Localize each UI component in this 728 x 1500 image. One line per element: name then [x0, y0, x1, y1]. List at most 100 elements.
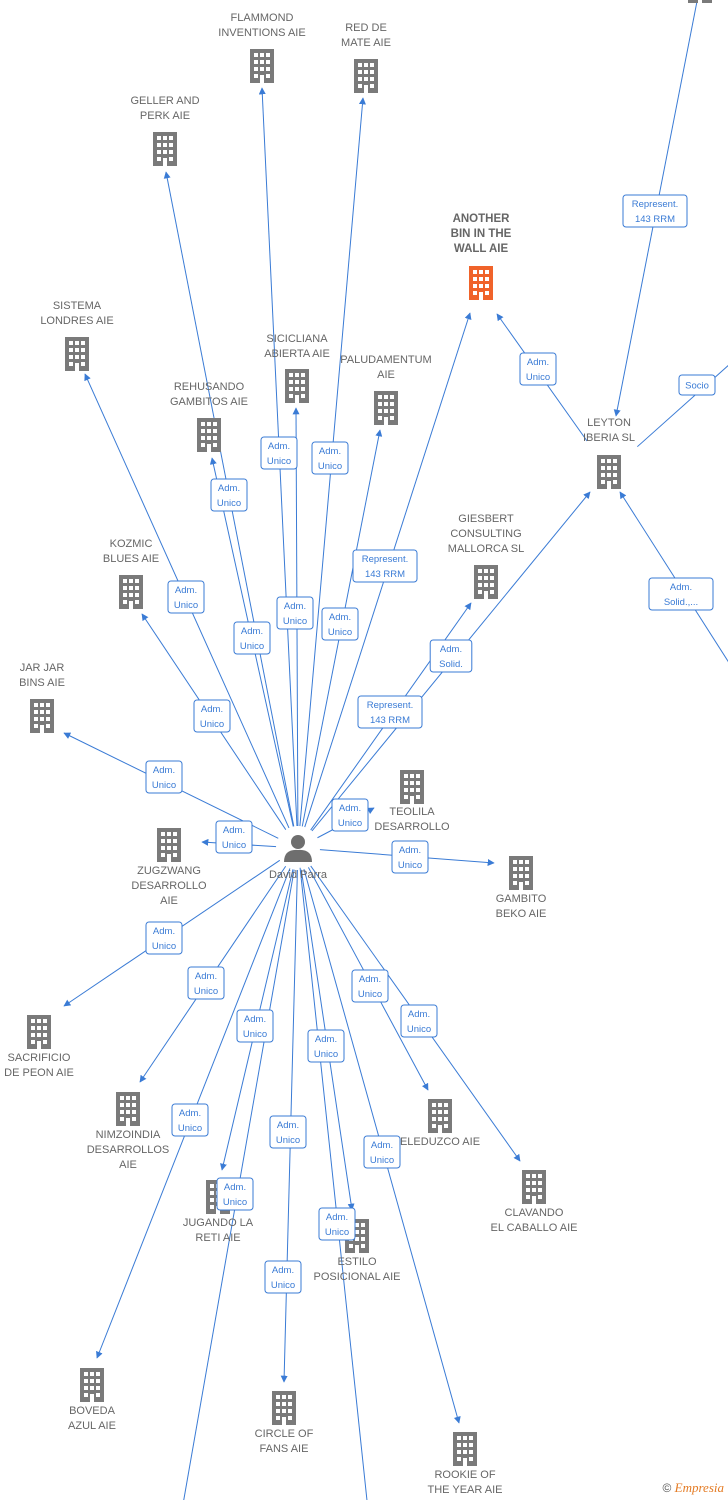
edge-label-box: [210, 478, 248, 512]
edge-label-text: Adm.: [440, 644, 462, 655]
building-icon: [522, 1170, 546, 1204]
building-icon: [597, 455, 621, 489]
edge-label-david-rehusando[interactable]: Adm.Unico: [233, 621, 271, 655]
edge-label-david-eleduzco[interactable]: Adm.Unico: [351, 969, 389, 1003]
edge-label-text: Adm.: [195, 971, 217, 982]
edge-label-text: Represent.: [362, 554, 408, 565]
edge-label-david-geller[interactable]: Adm.Unico: [210, 478, 248, 512]
edge-label-david-clavando[interactable]: Adm.Unico: [400, 1004, 438, 1038]
building-icon: [116, 1092, 140, 1126]
edge-label-david-giesbert[interactable]: Adm.Solid.: [429, 639, 473, 673]
node-ext_top[interactable]: [688, 0, 712, 3]
edge-label-david-jugando[interactable]: Adm.Unico: [236, 1009, 274, 1043]
edge-label-text: Represent.: [367, 700, 413, 711]
edge-label-box: [264, 1260, 302, 1294]
edge-label-david-flammond[interactable]: Adm.Unico: [260, 436, 298, 470]
edge-label-david-redmate[interactable]: Adm.Unico: [311, 441, 349, 475]
node-label: AZUL AIE: [68, 1420, 116, 1432]
edge-label-text: Adm.: [670, 582, 692, 593]
edge-label-david-jarjar[interactable]: Adm.Unico: [145, 760, 183, 794]
edge-label-text: Adm.: [284, 601, 306, 612]
building-icon: [119, 575, 143, 609]
building-icon: [469, 266, 493, 300]
node-label: ABIERTA AIE: [264, 348, 330, 360]
edge-label-box: [171, 1103, 209, 1137]
building-icon: [354, 59, 378, 93]
edge-label-david-estilo[interactable]: Adm.Unico: [307, 1029, 345, 1063]
building-icon: [453, 1432, 477, 1466]
building-icon: [285, 369, 309, 403]
node-label: DESARROLLO: [131, 880, 207, 892]
node-label: TEOLILA: [389, 806, 435, 818]
edge-label-text: Adm.: [371, 1140, 393, 1151]
edge-label-david-zugzwang[interactable]: Adm.Unico: [215, 820, 253, 854]
edge-label-david-paludamentum[interactable]: Adm.Unico: [321, 607, 359, 641]
edge-label-text: Adm.: [153, 765, 175, 776]
edge-label-david-sistema[interactable]: Adm.Unico: [167, 580, 205, 614]
edge-label-box: [276, 596, 314, 630]
edge-label-extra-estilo[interactable]: Adm.Unico: [318, 1207, 356, 1241]
edge-label-david-off_bottom_left[interactable]: Adm.Unico: [216, 1177, 254, 1211]
node-person-david[interactable]: David Parra: [269, 828, 328, 881]
node-label: PALUDAMENTUM: [340, 354, 431, 366]
edge-label-text: Unico: [174, 600, 198, 611]
edge-label-david-gambito[interactable]: Adm.Unico: [391, 840, 429, 874]
node-label: FANS AIE: [260, 1443, 309, 1455]
edge-label-text: Unico: [217, 498, 241, 509]
edge-label-off_right_low-leyton[interactable]: Adm.Solid.,...: [648, 577, 714, 611]
edge-label-text: Adm.: [153, 926, 175, 937]
edge-label-box: [145, 760, 183, 794]
node-eleduzco[interactable]: ELEDUZCO AIE: [400, 1099, 480, 1148]
node-label: LEYTON: [587, 417, 631, 429]
edge-label-ext_top-leyton[interactable]: Represent.143 RRM: [622, 194, 688, 228]
edge-label-text: 143 RRM: [370, 715, 410, 726]
edge-label-david-sacrificio[interactable]: Adm.Unico: [145, 921, 183, 955]
edge-label-david-circle[interactable]: Adm.Unico: [269, 1115, 307, 1149]
edge-label-extra-circle[interactable]: Adm.Unico: [264, 1260, 302, 1294]
edge-label-text: Unico: [240, 641, 264, 652]
edge-label-text: Adm.: [319, 446, 341, 457]
building-icon: [509, 856, 533, 890]
edge-label-david-leyton[interactable]: Represent. 143 RRM: [357, 695, 423, 729]
edge-label-david-rookie[interactable]: Adm.Unico: [363, 1135, 401, 1169]
edge-label-box: [193, 699, 231, 733]
edge-label-david-another[interactable]: Represent.143 RRM: [352, 549, 418, 583]
node-label: PERK AIE: [140, 110, 190, 122]
edge-label-box: [351, 969, 389, 1003]
edge-label-david-boveda[interactable]: Adm.Unico: [171, 1103, 209, 1137]
edge-label-leyton-another[interactable]: Adm.Unico: [519, 352, 557, 386]
edge-label-david-nimzoindia[interactable]: Adm.Unico: [187, 966, 225, 1000]
edge-label-david-kozmic[interactable]: Adm.Unico: [193, 699, 231, 733]
edge-label-david-sicicliana[interactable]: Adm.Unico: [276, 596, 314, 630]
edge-label-david-teolila[interactable]: Adm.Unico: [331, 798, 369, 832]
edge-label-box: [167, 580, 205, 614]
edge-label-text: Unico: [338, 818, 362, 829]
node-label: AIE: [160, 895, 178, 907]
edge-label-box: [145, 921, 183, 955]
edge-label-leyton-off_right[interactable]: Socio: [678, 374, 716, 396]
edge-label-box: [331, 798, 369, 832]
